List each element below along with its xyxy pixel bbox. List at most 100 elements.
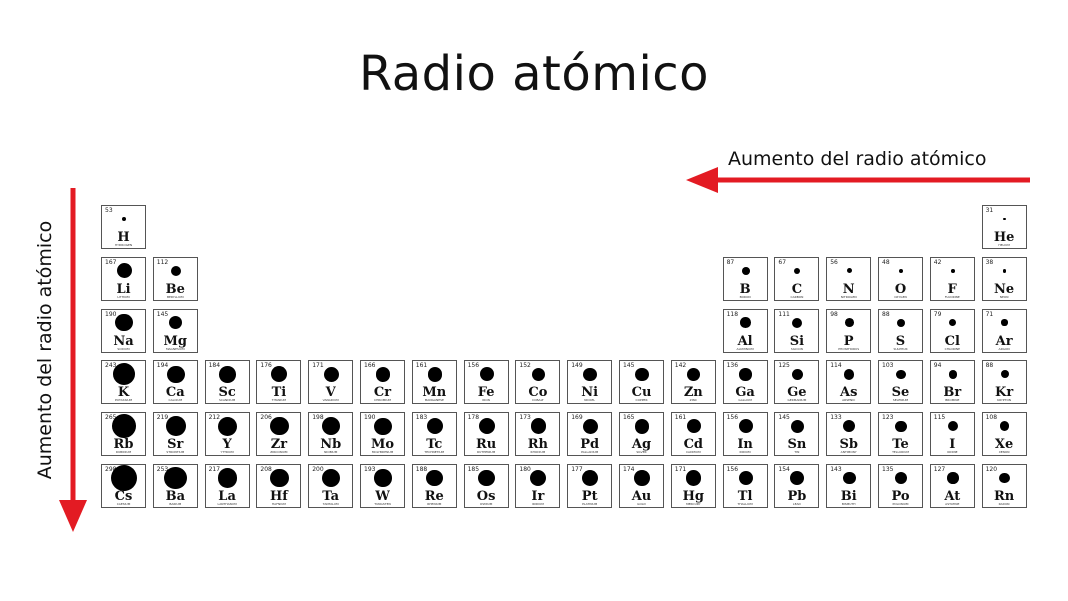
element-name: IODINE [947,450,958,455]
element-name: ZIRCONIUM [270,450,288,455]
atomic-radius-value: 206 [260,414,272,422]
element-symbol: Po [891,489,910,504]
page-title: Radio atómico [358,46,710,102]
element-symbol: Ni [581,385,599,401]
element-name: COBALT [532,398,544,403]
element-name: POTASSIUM [114,398,133,403]
atom-size-dot [270,468,289,488]
atomic-radius-value: 190 [105,310,117,318]
atomic-radius-value: 184 [208,362,221,370]
element-symbol: Rn [993,489,1015,504]
element-name: STRONTIUM [166,450,185,455]
atom-size-dot [635,367,649,381]
atomic-radius-value: 177 [571,466,583,473]
element-name: IRIDIUM [531,502,544,506]
element-name: MERCURY [686,502,701,506]
atom-size-dot [219,366,236,383]
atomic-radius-value: 135 [882,466,894,473]
atomic-radius-value: 188 [415,466,428,473]
atom-size-dot [322,469,341,487]
element-name: ZINC [689,398,697,403]
atom-size-dot [113,363,135,386]
atom-size-dot [1000,370,1009,379]
atom-size-dot [741,266,750,275]
element-name: MANGANESE [424,398,444,403]
element-name: OSMIUM [479,502,493,506]
element-symbol: Cr [373,385,392,401]
element-symbol: Sr [167,437,184,453]
atom-size-dot [112,414,136,439]
atom-size-dot [844,369,855,380]
element-name: PHOSPHORUS [838,346,860,351]
atomic-radius-value: 167 [105,258,117,266]
element-name: NITROGEN [840,294,857,299]
atom-size-dot [165,416,186,437]
atomic-radius-value: 88 [985,362,994,370]
atom-size-dot [1001,319,1008,326]
atom-size-dot [687,368,701,381]
atomic-radius-value: 123 [882,414,894,422]
element-name: ARGON [998,346,1010,351]
element-symbol: Xe [994,437,1014,453]
element-name: RHENIUM [427,502,442,506]
atom-size-dot [426,417,444,435]
atomic-radius-value: 265 [105,414,117,422]
atomic-radius-value: 161 [415,362,428,370]
atomic-radius-value: 171 [674,466,687,473]
element-name: BISMUTH [841,502,856,506]
element-symbol: In [737,437,753,453]
atom-size-dot [791,368,804,381]
element-name: CAESIUM [116,502,131,506]
element-symbol: Pt [581,489,598,504]
element-symbol: Sb [839,437,858,453]
atom-size-dot [738,470,753,486]
atom-size-dot [949,319,957,327]
atomic-radius-value: 71 [985,310,994,318]
element-symbol: Ru [475,437,497,453]
element-name: LITHIUM [117,294,130,299]
atom-size-dot [790,471,805,485]
element-name: RHODIUM [530,450,546,455]
atomic-radius-value: 127 [933,466,946,473]
atomic-radius-value: 173 [519,414,531,422]
atomic-radius-value: 145 [623,362,635,370]
atomic-radius-value: 156 [726,414,739,422]
atom-size-dot [634,470,650,486]
element-symbol: Ir [531,489,545,504]
atom-size-dot [426,469,444,487]
atomic-radius-value: 198 [312,414,324,422]
atom-size-dot [271,366,288,383]
atom-size-dot [530,418,547,434]
element-name: ASTATINE [945,502,960,506]
element-name: CHROMIUM [373,398,392,403]
atomic-radius-value: 142 [674,362,687,370]
atom-size-dot [999,421,1010,432]
